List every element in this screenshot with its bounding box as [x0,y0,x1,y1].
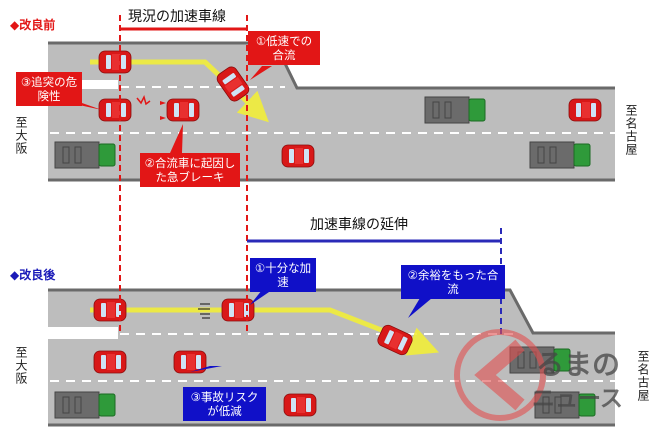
to-osaka-before: 至大阪 [14,116,28,155]
vehicles-after [54,298,596,419]
watermark-logo [454,329,546,421]
section-label-before: ◆改良前 [10,18,56,32]
to-osaka-after: 至大阪 [14,346,28,385]
callout-rear-end-risk: ③追突の危険性 [16,72,82,106]
callout-reduced-accident-risk: ③事故リスクが低減 [183,387,266,421]
impact-icon [136,94,151,106]
vehicles-before [54,50,602,169]
watermark-text-1: るまの [536,348,621,381]
current-lane-markers [119,15,248,335]
to-nagoya-after: 至名古屋 [636,350,650,402]
callout-sudden-brake: ②合流車に起因した急ブレーキ [140,153,240,187]
extended-lane-title: 加速車線の延伸 [310,217,408,233]
callout-sufficient-acceleration: ①十分な加速 [250,258,316,292]
watermark-text-2: ニュース [532,386,623,412]
to-nagoya-before: 至名古屋 [624,104,638,156]
speed-lines-icon [198,303,210,319]
brake-mark-icon [160,101,166,120]
current-lane-title: 現況の加速車線 [128,9,226,25]
section-label-after: ◆改良後 [10,268,56,282]
callout-low-speed-merge: ①低速での合流 [248,31,320,65]
callout-relaxed-merge: ②余裕をもった合流 [401,265,505,299]
